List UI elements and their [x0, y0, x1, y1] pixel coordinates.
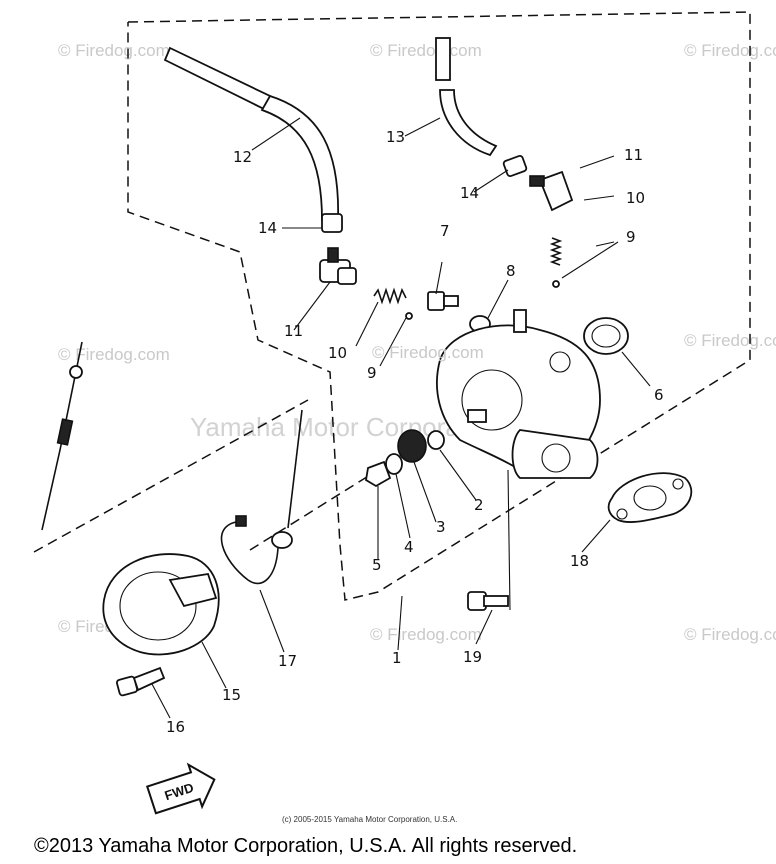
callout-10: 10: [328, 344, 347, 362]
bolt-19: [467, 591, 509, 611]
callout-18: 18: [570, 552, 589, 570]
assembly-boundary: [127, 11, 751, 601]
fitting-11: [529, 170, 574, 212]
cable: [41, 341, 83, 531]
clamp-14: [502, 155, 528, 177]
watermark-firedog: © Firedog.com: [370, 41, 482, 60]
callout-5: 5: [372, 556, 382, 574]
watermark-firedog: © Firedog.com: [684, 41, 776, 60]
callout-13: 13: [386, 128, 405, 146]
callout-6: 6: [654, 386, 664, 404]
footer-copyright: ©2013 Yamaha Motor Corporation, U.S.A. A…: [34, 835, 577, 857]
callout-10: 10: [626, 189, 645, 207]
callout-14: 14: [258, 219, 277, 237]
callout-9: 9: [626, 228, 636, 246]
watermark-firedog: © Firedog.com: [684, 331, 776, 350]
watermark-firedog: © Firedog.com: [684, 625, 776, 644]
callout-15: 15: [222, 686, 241, 704]
washer-2: [427, 430, 445, 450]
callout-11: 11: [624, 146, 643, 164]
ball-9: [552, 280, 560, 288]
callout-14: 14: [460, 184, 479, 202]
callout-12: 12: [233, 148, 252, 166]
disc-3: [397, 429, 427, 463]
callout-1: 1: [392, 649, 402, 667]
callout-4: 4: [404, 538, 414, 556]
gasket-18: [607, 472, 693, 523]
callout-9: 9: [367, 364, 377, 382]
leader-lines: [151, 117, 651, 719]
callout-2: 2: [474, 496, 484, 514]
bolt-16: [116, 666, 166, 697]
hose-12: [163, 46, 339, 221]
watermark-firedog: © Firedog.com: [370, 625, 482, 644]
cable-17: [220, 409, 303, 585]
watermark-firedog: © Firedog.com: [58, 41, 170, 60]
callout-17: 17: [278, 652, 297, 670]
bolt-7: [427, 291, 459, 311]
spring-10: [373, 287, 407, 305]
ball-9: [405, 312, 413, 320]
guide-line: [33, 399, 309, 553]
watermark-firedog: © Firedog.com: [58, 345, 170, 364]
cover-15: [102, 553, 220, 656]
fwd-arrow-icon: FWD: [145, 762, 216, 815]
seal-6: [583, 317, 629, 355]
callout-19: 19: [463, 648, 482, 666]
spring-10: [549, 237, 563, 266]
watermark-firedog-center: © Firedog.com: [372, 343, 484, 362]
callout-11: 11: [284, 322, 303, 340]
fitting-11: [319, 247, 357, 285]
small-copyright: (c) 2005-2015 Yamaha Motor Corporation, …: [282, 815, 457, 824]
pump-body-1: [436, 309, 601, 479]
hose-13: [435, 37, 498, 157]
washer-4: [385, 453, 403, 475]
nut-5: [365, 460, 392, 488]
callout-7: 7: [440, 222, 450, 240]
callout-3: 3: [436, 518, 446, 536]
callout-16: 16: [166, 718, 185, 736]
guide-line: [249, 469, 379, 551]
clamp-14: [321, 213, 343, 233]
callout-8: 8: [506, 262, 516, 280]
